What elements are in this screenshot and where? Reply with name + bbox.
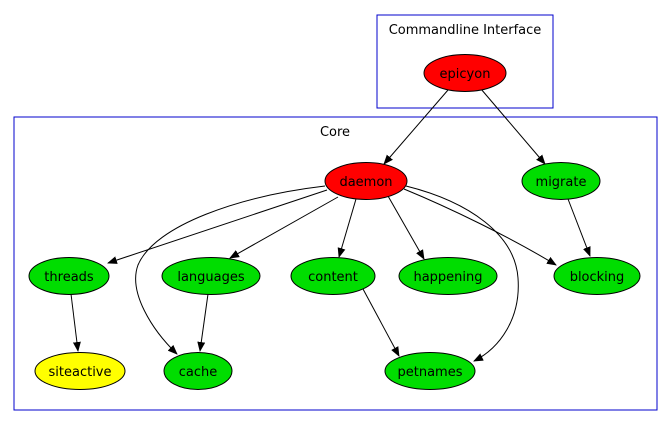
node-content: content	[290, 257, 376, 295]
node-migrate-label: migrate	[536, 175, 587, 190]
node-languages: languages	[161, 257, 261, 295]
node-daemon-label: daemon	[339, 175, 392, 190]
node-petnames-shape	[384, 352, 476, 390]
node-petnames: petnames	[384, 352, 476, 390]
node-blocking: blocking	[553, 257, 641, 295]
cluster-commandline-interface: Commandline Interface	[376, 14, 554, 109]
node-threads-shape	[28, 257, 110, 295]
cluster-core: Core	[13, 116, 658, 411]
node-petnames-label: petnames	[398, 365, 463, 380]
edge-daemon-threads	[107, 189, 328, 264]
node-epicyon-label: epicyon	[440, 67, 491, 82]
node-daemon-shape	[324, 162, 408, 200]
edge-daemon-blocking	[403, 188, 557, 266]
cluster-commandline-interface-label: Commandline Interface	[389, 23, 542, 38]
node-happening-label: happening	[413, 270, 482, 285]
edge-daemon-happening	[387, 195, 425, 260]
node-migrate: migrate	[521, 162, 601, 200]
node-threads: threads	[28, 257, 110, 295]
edge-migrate-blocking	[567, 198, 591, 257]
edge-daemon-languages	[229, 196, 339, 259]
node-epicyon: epicyon	[423, 54, 507, 92]
node-happening: happening	[398, 257, 498, 295]
cluster-core-label: Core	[320, 125, 350, 140]
edge-epicyon-daemon	[383, 89, 449, 165]
node-daemon: daemon	[324, 162, 408, 200]
node-threads-label: threads	[44, 270, 94, 285]
node-siteactive-label: siteactive	[49, 365, 112, 380]
node-blocking-label: blocking	[570, 270, 625, 285]
edge-languages-cache	[197, 293, 209, 352]
edges	[70, 88, 591, 362]
node-languages-label: languages	[177, 270, 245, 285]
edge-daemon-cache	[135, 185, 326, 355]
edge-daemon-petnames	[405, 185, 519, 362]
node-epicyon-shape	[423, 54, 507, 92]
node-content-label: content	[308, 270, 358, 285]
cluster-commandline-interface-border	[376, 14, 554, 109]
node-languages-shape	[161, 257, 261, 295]
node-cache-label: cache	[179, 365, 218, 380]
edge-daemon-content	[337, 198, 357, 258]
node-migrate-shape	[521, 162, 601, 200]
edge-epicyon-migrate	[480, 88, 546, 165]
node-cache-shape	[163, 352, 233, 390]
node-blocking-shape	[553, 257, 641, 295]
node-siteactive-shape	[34, 352, 126, 390]
node-content-shape	[290, 257, 376, 295]
node-cache: cache	[163, 352, 233, 390]
cluster-core-border	[13, 116, 658, 411]
edge-threads-siteactive	[70, 293, 81, 352]
node-happening-shape	[398, 257, 498, 295]
node-siteactive: siteactive	[34, 352, 126, 390]
edge-content-petnames	[362, 288, 400, 357]
